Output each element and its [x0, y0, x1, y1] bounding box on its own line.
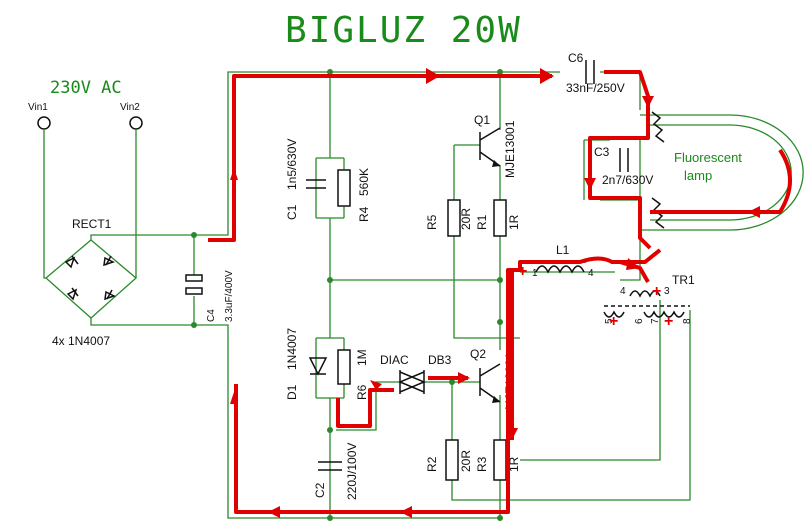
tr1-pin-5: 5: [604, 318, 615, 324]
polarity-marks: + + + +: [518, 263, 673, 330]
diac-label: DIAC: [380, 353, 409, 367]
c4-name: C4: [206, 309, 217, 322]
capacitor-c1: [306, 179, 326, 189]
c6-name: C6: [568, 51, 584, 65]
c6-value: 33nF/250V: [566, 81, 625, 95]
db3-label: DB3: [428, 353, 452, 367]
q1-value: MJE13001: [503, 120, 517, 178]
r3-name: R3: [475, 456, 489, 472]
c1-value: 1n5/630V: [285, 139, 299, 190]
vin2-terminal: [129, 116, 143, 130]
transistor-q1: [479, 127, 501, 167]
current-arrows: [230, 68, 760, 518]
r5-value: 20R: [459, 208, 473, 230]
capacitor-c2: [318, 461, 342, 471]
svg-text:+: +: [652, 283, 661, 300]
vin1-label: Vin1: [28, 102, 48, 113]
resistor-r3: [493, 439, 507, 481]
diode-d1: [308, 357, 328, 376]
capacitor-c4: [185, 274, 203, 295]
current-flow-path: [208, 70, 792, 514]
resistor-r1: [493, 199, 507, 237]
junction-dots: [191, 69, 503, 521]
transformer-tr1: [603, 290, 690, 318]
tr1-name: TR1: [672, 273, 695, 287]
l1-pin4: 4: [588, 268, 594, 279]
r6-name: R6: [355, 384, 369, 400]
d1-name: D1: [285, 384, 299, 400]
c1-name: C1: [285, 204, 299, 220]
capacitor-c3: [619, 148, 629, 172]
resistor-r2: [445, 439, 459, 481]
q1-name: Q1: [474, 113, 490, 127]
r5-name: R5: [425, 214, 439, 230]
l1-pin1: 1: [532, 268, 538, 279]
transistor-q2: [479, 363, 501, 403]
lamp-label-line2: lamp: [684, 168, 712, 183]
l1-name: L1: [556, 243, 570, 257]
tr1-pin-7: 7: [650, 318, 661, 324]
d1-value: 1N4007: [285, 328, 299, 370]
r1-name: R1: [475, 214, 489, 230]
r3-value: 1R: [507, 456, 521, 472]
c4-value: 3.3uF/400V: [224, 270, 235, 322]
r2-value: 20R: [459, 450, 473, 472]
tr1-pin-3: 3: [664, 286, 670, 297]
r2-name: R2: [425, 456, 439, 472]
svg-text:+: +: [609, 313, 618, 330]
c3-name: C3: [594, 145, 610, 159]
diac-db3: [398, 370, 426, 394]
resistor-r4: [337, 169, 351, 207]
diagram-title: BIGLUZ 20W: [285, 10, 522, 51]
resistor-r6: [337, 349, 351, 385]
r4-value: 560K: [357, 168, 371, 196]
c2-value: 220J/100V: [345, 443, 359, 500]
rect1-label: RECT1: [72, 217, 112, 231]
vin1-terminal: [37, 116, 51, 130]
r1-value: 1R: [507, 214, 521, 230]
tr1-pin-8: 8: [682, 318, 693, 324]
vin2-label: Vin2: [120, 102, 140, 113]
svg-text:+: +: [664, 313, 673, 330]
lamp-label-line1: Fluorescent: [674, 150, 742, 165]
rectifier-diodes-label: 4x 1N4007: [52, 334, 110, 348]
c3-value: 2n7/630V: [602, 173, 653, 187]
r6-value: 1M: [355, 349, 369, 366]
c2-name: C2: [313, 482, 327, 498]
capacitor-c6: [585, 60, 595, 84]
svg-text:+: +: [518, 263, 527, 280]
bridge-rectifier: [45, 239, 137, 319]
supply-label: 230V AC: [50, 78, 122, 98]
r4-name: R4: [357, 206, 371, 222]
tr1-pin-4: 4: [620, 286, 626, 297]
resistor-r5: [447, 199, 461, 237]
q2-name: Q2: [470, 347, 486, 361]
tr1-pin-6: 6: [634, 318, 645, 324]
